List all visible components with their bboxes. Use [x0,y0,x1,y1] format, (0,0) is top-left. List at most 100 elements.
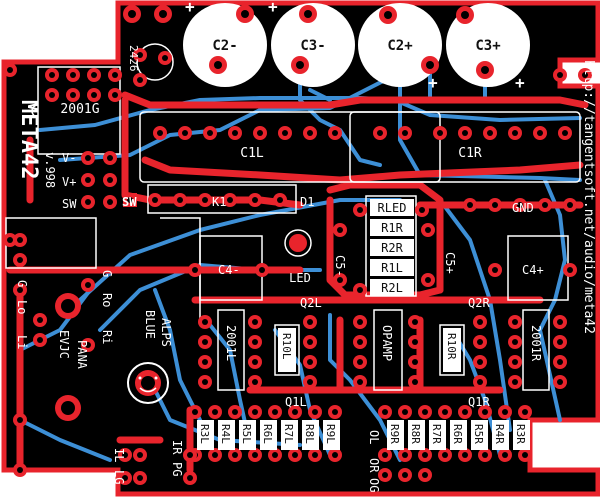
drill-hole [122,452,128,458]
label-g-right: G [100,270,114,277]
drill-hole [557,359,563,365]
drill-hole [462,409,468,415]
r10r-outline [439,324,465,376]
r10l-outline [274,324,300,376]
drill-hole [192,409,198,415]
resistor-label-bg [387,420,404,450]
pads [3,48,592,485]
resistor-label-bg [260,420,277,450]
drill-hole [107,177,113,183]
drill-hole [107,199,113,205]
drill-hole [7,237,13,243]
drill-hole [425,227,431,233]
plus-sign: + [515,73,525,92]
drill-hole [412,339,418,345]
drill-hole [567,267,573,273]
label-lo: Lo [15,300,29,314]
drill-hole [425,277,431,283]
drill-hole [492,202,498,208]
drill-hole [422,452,428,458]
drill-hole [152,197,158,203]
label-ic-2001r: 2001R [529,325,543,362]
drill-hole [512,130,518,136]
label-c2-minus: C2- [212,38,237,54]
drill-hole [85,342,91,348]
drill-hole [227,197,233,203]
label-li: Li [15,335,29,349]
drill-hole [412,319,418,325]
drill-hole [257,130,263,136]
drill-hole [85,199,91,205]
drill-hole [487,130,493,136]
silkscreen-labels: C2- C3- C2+ C3+ + + + + C1L C1R META42 v… [15,0,596,492]
resistor-label-bg [281,420,298,450]
label-c3-plus: C3+ [475,38,500,54]
drill-hole [402,452,408,458]
drill-hole [467,202,473,208]
alps-pot-outline [127,362,169,404]
resistor-label: R8R [409,424,422,444]
label-ic-2001l: 2001L [224,325,238,361]
label-lg: LG [112,470,126,484]
drill-hole [422,472,428,478]
ic-2001g-outline [37,66,121,155]
drill-hole [212,452,218,458]
resistor-label-bg [408,420,425,450]
resistor-label: R5R [472,424,485,444]
drill-hole [272,409,278,415]
drill-hole [182,130,188,136]
resistor-label-bg [450,420,467,450]
drill-hole [462,130,468,136]
drill-hole [357,207,363,213]
resistor-label: R4R [493,424,506,444]
drill-hole [542,202,548,208]
drill-hole [402,130,408,136]
ic-opamp-outline [373,309,403,391]
drill-hole [477,379,483,385]
label-ic-2001g: 2001G [60,102,99,117]
label-q1l: Q1L [285,395,307,409]
drill-hole [292,452,298,458]
drill-hole [419,207,425,213]
drill-hole [337,227,343,233]
drill-hole [557,339,563,345]
drill-hole [17,287,23,293]
drill-hole [37,337,43,343]
resistor-label: R7R [430,424,443,444]
drill-hole [382,409,388,415]
drill-hole [85,282,91,288]
drill-hole [277,197,283,203]
board-title: META42 [16,100,41,179]
drill-hole [357,287,363,293]
drill-hole [402,409,408,415]
drill-hole [557,72,563,78]
drill-hole [512,359,518,365]
drill-hole [312,409,318,415]
drill-hole [502,409,508,415]
resistor-label: R6R [451,424,464,444]
drill-hole [332,409,338,415]
ic-2001r-outline [522,309,550,391]
drill-hole [212,409,218,415]
resistor-label-bg [197,420,214,450]
drill-hole [382,472,388,478]
drill-hole [462,452,468,458]
drill-hole [272,452,278,458]
drill-hole [522,409,528,415]
resistor-label: R4L [219,424,232,444]
drill-hole [422,409,428,415]
plus-sign: + [185,0,195,16]
drill-hole [582,72,588,78]
drill-hole [122,475,128,481]
label-r1r: R1R [381,221,403,235]
label-c4-minus: C4- [218,263,240,277]
cap-c2-plus [358,3,442,87]
drill-hole [512,379,518,385]
resistor-label-bg [218,420,235,450]
drill-hole [332,130,338,136]
drill-hole [202,379,208,385]
drill-hole [127,197,133,203]
label-il: IL [112,448,126,462]
label-v-minus: V- [62,151,76,165]
drill-hole [442,452,448,458]
